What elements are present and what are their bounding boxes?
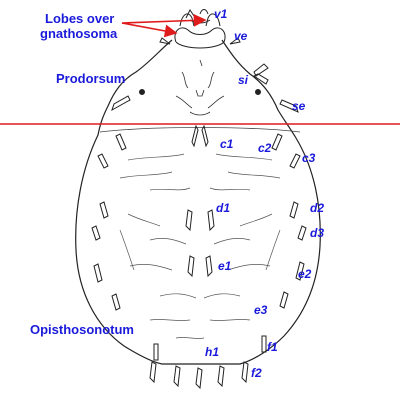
body-outline — [75, 39, 321, 365]
seta-c1-pair — [191, 124, 209, 148]
prodorsal-setae — [111, 63, 299, 113]
sejugal-furrow — [99, 127, 301, 133]
seta-label-h1: h1 — [205, 345, 220, 359]
seta-label-e1: e1 — [218, 259, 232, 273]
region-label-prodorsum: Prodorsum — [56, 71, 126, 86]
seta-label-d1: d1 — [216, 201, 231, 215]
callout-label: Lobes over gnathosoma — [40, 11, 117, 41]
seta-label-d3: d3 — [310, 226, 325, 240]
body-setae — [91, 133, 307, 390]
cuticle-striations — [119, 153, 281, 339]
seta-label-e2: e2 — [298, 267, 312, 281]
callout-arrow-left — [121, 22, 178, 38]
seta-label-si: si — [238, 73, 249, 87]
prodorsal-sculpture — [175, 59, 225, 116]
seta-label-c1: c1 — [220, 137, 234, 151]
seta-ve-pair — [159, 37, 241, 45]
seta-label-v1: v1 — [214, 7, 228, 21]
seta-label-c2: c2 — [258, 141, 272, 155]
seta-label-ve: ve — [234, 29, 248, 43]
seta-label-c3: c3 — [302, 151, 316, 165]
callout-arrow-right — [121, 14, 207, 27]
seta-label-d2: d2 — [310, 201, 325, 215]
seta-label-f2: f2 — [251, 366, 262, 380]
callout-line-2: gnathosoma — [40, 26, 118, 41]
region-label-opisthosonotum: Opisthosonotum — [30, 322, 134, 337]
seta-label-se: se — [292, 99, 306, 113]
seta-label-f1: f1 — [267, 340, 278, 354]
callout-line-1: Lobes over — [45, 11, 115, 26]
seta-label-e3: e3 — [254, 303, 268, 317]
